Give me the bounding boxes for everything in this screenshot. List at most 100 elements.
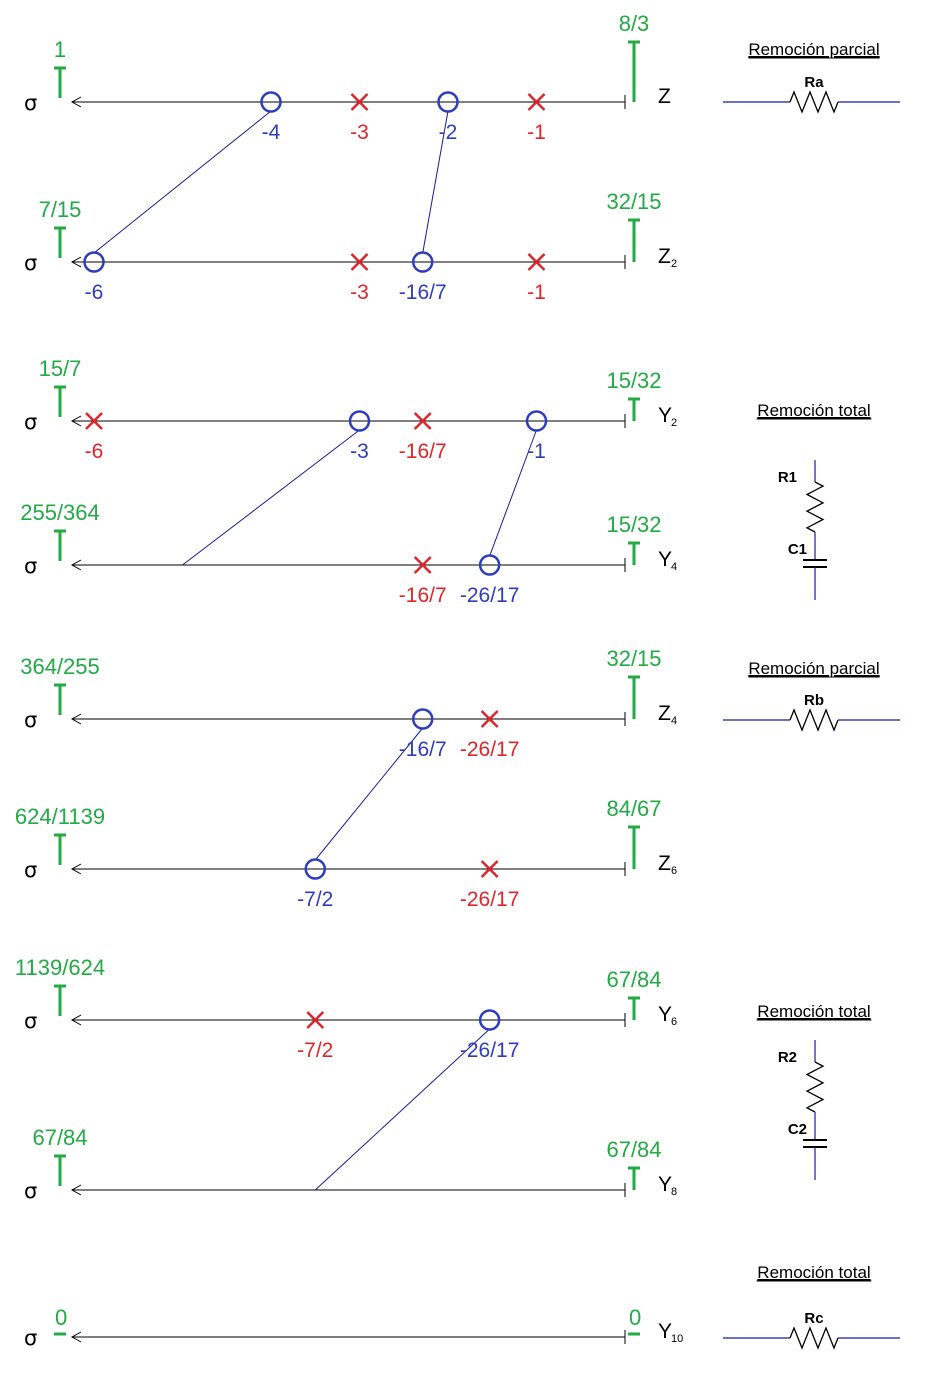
pole-marker-stroke <box>85 412 103 430</box>
pole-label: -1 <box>527 121 546 144</box>
pole-marker-stroke <box>350 93 369 111</box>
pole-label: -3 <box>350 281 369 304</box>
removal-title: Remoción parcial <box>748 40 879 59</box>
zero-label: -16/7 <box>399 738 447 761</box>
zero-marker <box>525 410 548 432</box>
sigma-label: σ <box>24 410 37 434</box>
pole-label: -6 <box>85 440 104 463</box>
axis-arrowhead <box>70 1184 82 1196</box>
zero-label: -1 <box>527 440 546 463</box>
pole-label: -7/2 <box>297 1039 333 1062</box>
function-name: Z <box>658 85 671 108</box>
sigma-label: σ <box>24 708 37 732</box>
axis-arrowhead <box>70 415 82 427</box>
axis-arrowhead <box>70 863 82 875</box>
removal-title: Remoción total <box>757 401 870 420</box>
zero-marker <box>304 858 326 880</box>
zero-marker <box>83 251 105 273</box>
resistor-symbol <box>789 1326 839 1350</box>
right-value: 8/3 <box>619 11 650 36</box>
sigma-label: σ <box>24 91 37 115</box>
axis-arrowhead <box>70 1331 82 1343</box>
axis-arrowhead <box>70 713 82 725</box>
zero-label: -26/17 <box>460 584 520 607</box>
left-value: 1139/624 <box>15 955 105 980</box>
resistor-symbol <box>789 90 839 114</box>
pole-marker-stroke <box>480 710 499 728</box>
left-value: 7/15 <box>39 197 82 222</box>
right-value: 15/32 <box>606 368 661 393</box>
left-value: 624/1139 <box>15 804 105 829</box>
sigma-label: σ <box>24 1326 37 1350</box>
axis-arrowhead <box>70 96 82 108</box>
zero-marker <box>437 91 459 113</box>
function-name: Y <box>658 548 672 571</box>
pole-marker-stroke <box>306 1011 325 1029</box>
resistor-label: Rc <box>804 1310 823 1327</box>
zero-label: -26/17 <box>460 1039 520 1062</box>
function-subscript: 6 <box>671 1016 677 1028</box>
sigma-label: σ <box>24 1179 37 1203</box>
pole-label: -3 <box>350 121 369 144</box>
pole-marker-stroke <box>480 860 499 878</box>
axis-arrowhead <box>70 1014 82 1026</box>
right-value: 84/67 <box>606 796 661 821</box>
resistor-symbol <box>805 481 825 533</box>
zero-marker <box>260 91 282 113</box>
function-subscript: 2 <box>671 417 677 429</box>
left-value: 15/7 <box>39 356 82 381</box>
zero-shift-line <box>314 727 424 861</box>
function-name: Z <box>658 852 671 875</box>
sigma-axis-row: σ18/3Z-4-2-3-1 <box>24 11 671 144</box>
function-name: Z <box>658 702 671 725</box>
resistor-label: R1 <box>778 469 797 486</box>
resistor-symbol <box>805 1061 825 1113</box>
zero-label: -3 <box>350 440 369 463</box>
right-value: 67/84 <box>606 967 661 992</box>
right-value: 32/15 <box>606 646 661 671</box>
removal-title: Remoción total <box>757 1263 870 1282</box>
pole-label: -26/17 <box>460 738 520 761</box>
function-subscript: 4 <box>671 715 677 727</box>
zero-shift-line <box>182 429 360 566</box>
left-value: 364/255 <box>20 654 100 679</box>
removal-title: Remoción parcial <box>748 659 879 678</box>
function-subscript: 4 <box>671 561 677 573</box>
function-name: Y <box>658 404 672 427</box>
right-value: 67/84 <box>606 1137 661 1162</box>
shift-lines <box>93 110 537 1191</box>
zero-marker <box>478 554 501 576</box>
resistor-label: R2 <box>778 1049 797 1066</box>
resistor-label: Rb <box>804 692 824 709</box>
zero-shift-line <box>422 110 449 254</box>
zero-marker <box>348 410 371 432</box>
sigma-label: σ <box>24 1009 37 1033</box>
function-subscript: 10 <box>671 1333 683 1345</box>
pole-marker-stroke <box>413 556 432 574</box>
pole-marker-stroke <box>413 412 432 430</box>
zero-marker <box>411 708 434 730</box>
right-value: 32/15 <box>606 189 661 214</box>
zero-marker <box>411 251 434 273</box>
pole-marker-stroke <box>350 253 369 271</box>
left-value: 255/364 <box>20 500 100 525</box>
left-value: 67/84 <box>32 1125 87 1150</box>
zero-label: -7/2 <box>297 888 333 911</box>
function-name: Y <box>658 1320 672 1343</box>
right-value: 0 <box>629 1305 641 1330</box>
pole-label: -1 <box>527 281 546 304</box>
sigma-label: σ <box>24 858 37 882</box>
axis-arrowhead <box>70 256 82 268</box>
pole-label: -26/17 <box>460 888 520 911</box>
